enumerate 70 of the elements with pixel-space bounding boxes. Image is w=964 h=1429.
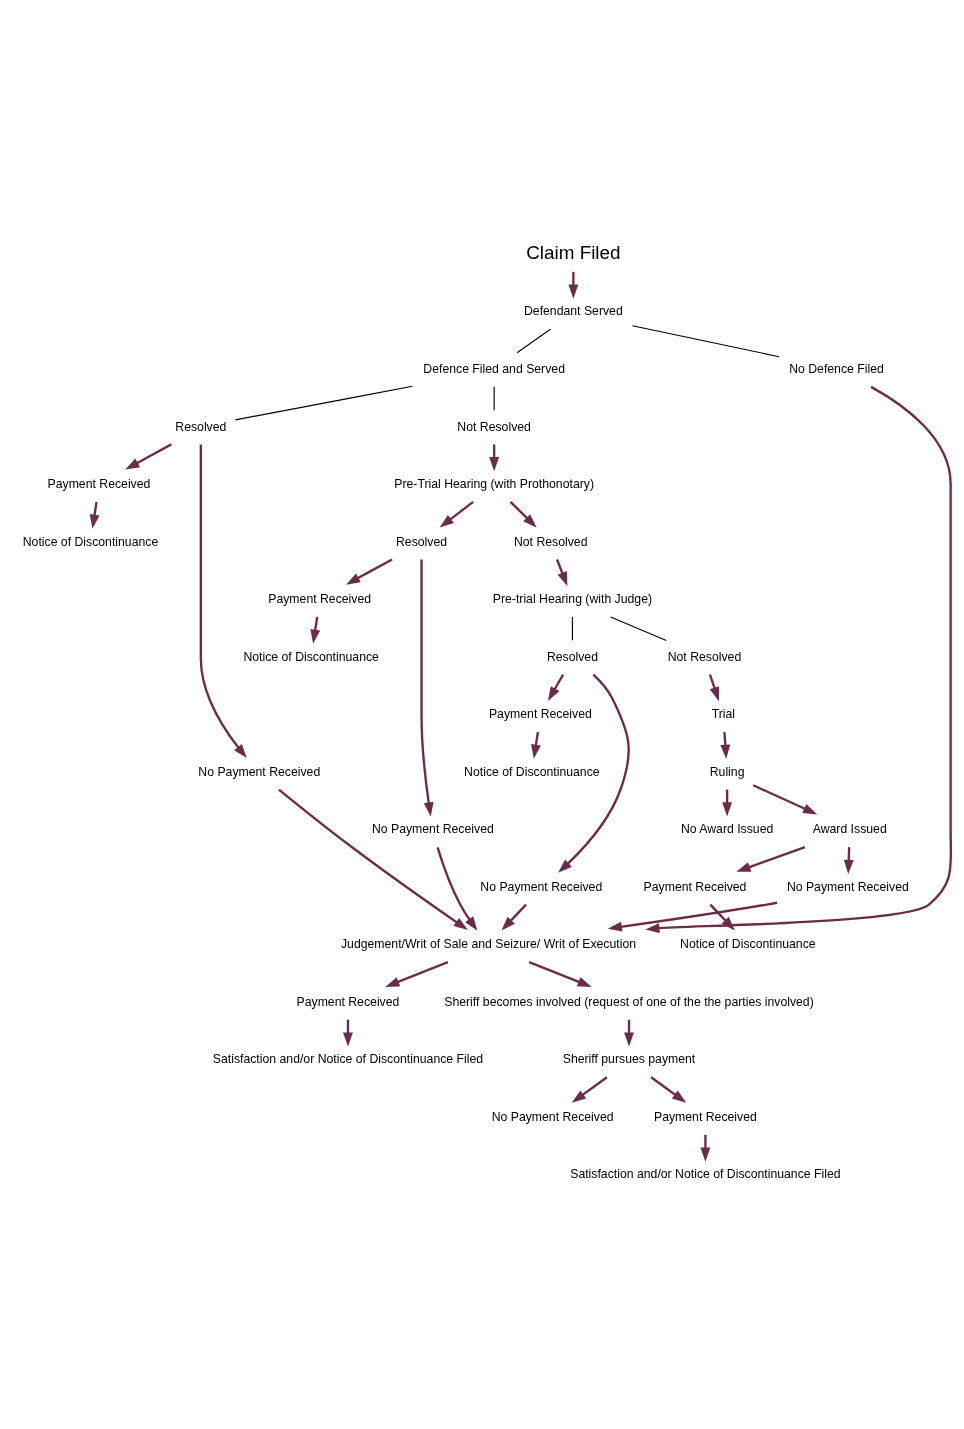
node-text: Not Resolved	[667, 649, 742, 664]
node-text: Payment Received	[296, 994, 400, 1009]
connector	[493, 385, 495, 411]
connector	[516, 328, 551, 353]
node-text: Payment Received	[268, 591, 372, 606]
node-text: No Payment Received	[480, 879, 603, 894]
arrow	[439, 500, 474, 528]
arrow	[125, 442, 172, 470]
arrow	[645, 385, 953, 933]
node-text: No Defence Filed	[789, 361, 884, 376]
node-text: No Payment Received	[786, 879, 909, 894]
arrow	[650, 1075, 687, 1103]
node-text: Payment Received	[654, 1109, 757, 1124]
arrow	[752, 783, 818, 814]
node-text: Pre-Trial Hearing (with Prothonotary)	[394, 476, 594, 491]
connector	[610, 615, 667, 641]
arrow	[708, 673, 720, 701]
node-text: Satisfaction and/or Notice of Discontinuance Filed	[212, 1051, 484, 1066]
arrow	[568, 271, 579, 299]
connector	[234, 385, 413, 420]
arrow	[420, 558, 434, 817]
arrow	[501, 903, 527, 930]
arrow	[89, 501, 100, 529]
node-text: Payment Received	[643, 879, 747, 894]
arrow	[547, 673, 565, 701]
arrow	[436, 846, 478, 931]
node-text: Notice of Discontinuance	[680, 936, 816, 951]
node-text: Defendant Served	[524, 303, 623, 318]
node-text: Satisfaction and/or Notice of Discontinuance Filed	[570, 1166, 841, 1181]
arrow	[345, 557, 393, 585]
node-text: Not Resolved	[513, 534, 588, 549]
arrow	[720, 731, 731, 759]
node-text: No Payment Received	[491, 1109, 614, 1124]
node-text: Award Issued	[812, 821, 887, 836]
node-text: No Payment Received	[371, 821, 494, 836]
node-text: Notice of Discontinuance	[243, 649, 379, 664]
arrow	[607, 901, 778, 932]
node-text: Sheriff pursues payment	[562, 1051, 696, 1066]
arrow	[199, 443, 247, 758]
node-text: Sheriff becomes involved (request of one of the the parties involved)	[444, 994, 814, 1009]
node-text: Ruling	[709, 764, 745, 779]
arrow	[709, 903, 735, 930]
node-text: Not Resolved	[457, 419, 531, 434]
node-text: Resolved	[546, 649, 598, 664]
node-text: Notice of Discontinuance	[22, 534, 159, 549]
connector	[571, 615, 573, 641]
node-text: Resolved	[175, 419, 227, 434]
node-text: Notice of Discontinuance	[464, 764, 600, 779]
arrow	[571, 1075, 608, 1103]
node-text: Resolved	[395, 534, 448, 549]
node-text: Pre-trial Hearing (with Judge)	[492, 591, 653, 606]
connector	[631, 324, 780, 357]
node-text: Payment Received	[488, 706, 592, 721]
arrow	[700, 1134, 711, 1162]
arrow	[558, 673, 630, 873]
node-text: Claim Filed	[526, 241, 621, 263]
arrow	[310, 616, 321, 644]
arrow	[278, 788, 468, 930]
arrow	[509, 500, 537, 528]
arrow	[736, 845, 806, 872]
arrow	[531, 731, 541, 759]
arrow	[385, 960, 449, 987]
node-text: Defence Filed and Served	[423, 361, 565, 376]
node-text: No Award Issued	[680, 821, 774, 836]
node-text: Trial	[711, 706, 736, 721]
arrow	[555, 558, 568, 586]
arrow	[528, 960, 592, 987]
node-text: No Payment Received	[198, 764, 321, 779]
node-text: Payment Received	[47, 476, 151, 491]
node-text: Judgement/Writ of Sale and Seizure/ Writ of Execution	[340, 936, 637, 951]
